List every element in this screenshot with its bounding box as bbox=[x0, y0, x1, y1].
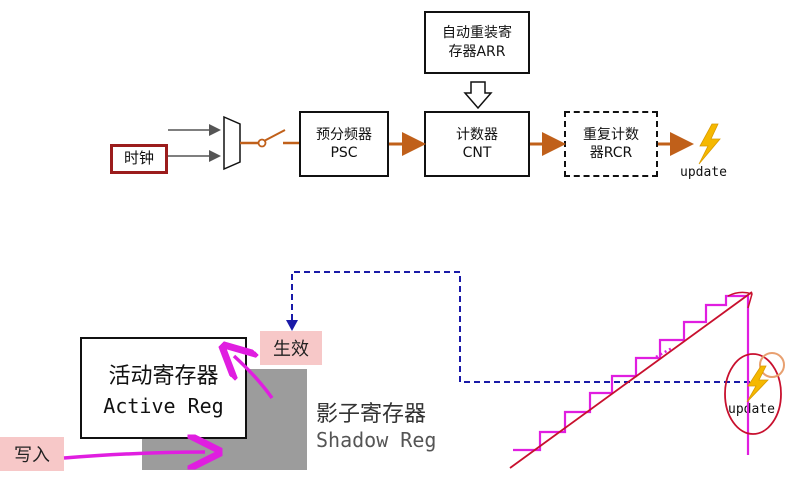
write-tag: 写入 bbox=[0, 437, 64, 471]
prescaler-label-en: PSC bbox=[330, 145, 358, 161]
counter-box: 计数器 CNT bbox=[424, 111, 530, 177]
counter-label-en: CNT bbox=[462, 145, 492, 161]
rcr-label-line2: 器RCR bbox=[589, 145, 633, 161]
arr-label-line1: 自动重装寄 bbox=[442, 25, 512, 42]
lightning-icon bbox=[698, 123, 721, 165]
auto-reload-register-box: 自动重装寄 存器ARR bbox=[424, 11, 530, 74]
shadow-register-label-en: Shadow Reg bbox=[316, 428, 437, 452]
prescaler-label-cn: 预分频器 bbox=[316, 126, 372, 143]
arr-label-line2: 存器ARR bbox=[448, 43, 506, 60]
counter-staircase-waveform bbox=[509, 291, 753, 469]
mux-icon bbox=[223, 115, 241, 171]
take-effect-tag: 生效 bbox=[260, 331, 322, 365]
update-event-label-bottom: update bbox=[728, 402, 775, 417]
active-register-label-cn: 活动寄存器 bbox=[108, 364, 219, 389]
active-register-label-en: Active Reg bbox=[103, 394, 224, 418]
prescaler-box: 预分频器 PSC bbox=[299, 111, 389, 177]
counter-label-cn: 计数器 bbox=[456, 126, 498, 143]
lightning-icon bbox=[746, 365, 769, 403]
switch-icon bbox=[240, 129, 299, 148]
clock-label: 时钟 bbox=[123, 149, 154, 168]
shadow-register-label-cn: 影子寄存器 bbox=[316, 402, 427, 427]
update-event-label: update bbox=[680, 165, 727, 180]
rcr-label-line1: 重复计数 bbox=[583, 126, 639, 143]
repetition-counter-box: 重复计数 器RCR bbox=[564, 111, 658, 177]
shadow-to-active-dashed-path bbox=[286, 271, 760, 383]
update-highlight-circle bbox=[724, 352, 785, 435]
take-effect-arrow bbox=[234, 356, 274, 400]
hollow-down-arrow-icon bbox=[463, 81, 493, 110]
clock-source-box: 时钟 bbox=[110, 144, 168, 174]
write-arrow bbox=[63, 452, 205, 458]
